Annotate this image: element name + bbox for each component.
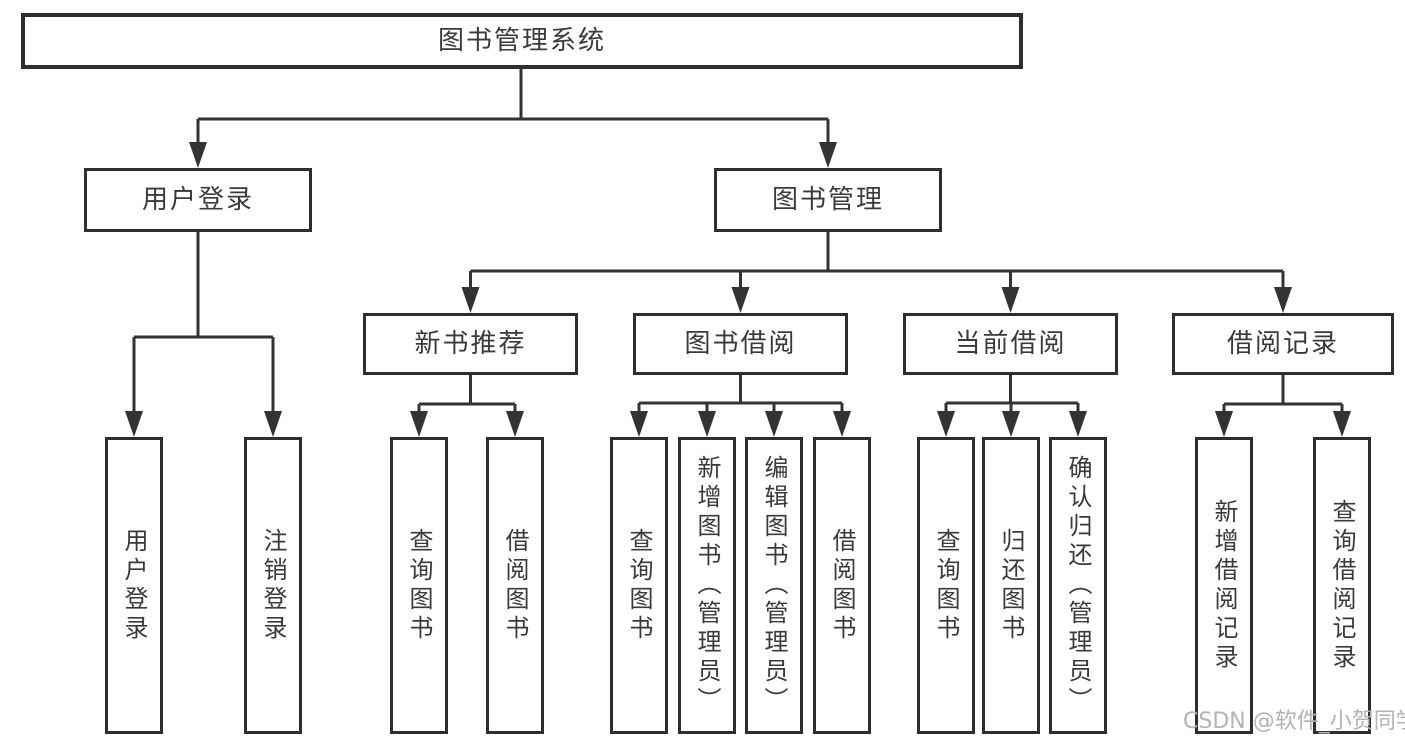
leaf-confirm-return-admin: 确认归还（管理员） bbox=[1049, 437, 1107, 734]
leaf-label: 归还图书 bbox=[997, 527, 1025, 644]
node-borrow-records: 借阅记录 bbox=[1172, 313, 1394, 375]
leaf-logout: 注销登录 bbox=[244, 437, 302, 734]
node-user-login: 用户登录 bbox=[84, 168, 312, 232]
leaf-add-book-admin: 新增图书（管理员） bbox=[678, 437, 736, 734]
node-current-borrow: 当前借阅 bbox=[903, 313, 1118, 375]
csdn-watermark: CSDN @软件_小贺同学 bbox=[1183, 709, 1405, 734]
leaf-label: 确认归还（管理员） bbox=[1064, 455, 1092, 716]
leaf-edit-book-admin: 编辑图书（管理员） bbox=[745, 437, 803, 734]
node-label: 当前借阅 bbox=[954, 329, 1067, 359]
leaf-label: 编辑图书（管理员） bbox=[760, 455, 788, 716]
leaf-label: 查询借阅记录 bbox=[1328, 498, 1356, 673]
leaf-query-books-recommend: 查询图书 bbox=[390, 437, 448, 734]
node-label: 图书管理 bbox=[771, 185, 884, 215]
leaf-label: 新增借阅记录 bbox=[1210, 498, 1238, 673]
leaf-label: 查询图书 bbox=[932, 527, 960, 644]
leaf-return-book: 归还图书 bbox=[982, 437, 1040, 734]
leaf-label: 用户登录 bbox=[120, 527, 148, 644]
leaf-label: 查询图书 bbox=[405, 527, 433, 644]
node-library-management-system: 图书管理系统 bbox=[21, 13, 1023, 69]
leaf-borrow-books-recommend: 借阅图书 bbox=[486, 437, 544, 734]
leaf-add-borrow-record: 新增借阅记录 bbox=[1195, 437, 1253, 734]
leaf-label: 新增图书（管理员） bbox=[693, 455, 721, 716]
leaf-query-borrow-record: 查询借阅记录 bbox=[1313, 437, 1371, 734]
node-label: 借阅记录 bbox=[1226, 329, 1339, 359]
node-book-management: 图书管理 bbox=[714, 168, 942, 232]
node-label: 新书推荐 bbox=[414, 329, 527, 359]
arrowhead-icons bbox=[125, 142, 1351, 437]
leaf-label: 借阅图书 bbox=[828, 527, 856, 644]
node-label: 图书借阅 bbox=[684, 329, 797, 359]
node-book-borrow: 图书借阅 bbox=[633, 313, 848, 375]
leaf-label: 查询图书 bbox=[625, 527, 653, 644]
leaf-query-books-borrow: 查询图书 bbox=[610, 437, 668, 734]
leaf-label: 借阅图书 bbox=[501, 527, 529, 644]
leaf-user-login: 用户登录 bbox=[105, 437, 163, 734]
node-label: 图书管理系统 bbox=[437, 26, 606, 56]
node-label: 用户登录 bbox=[141, 185, 254, 215]
node-new-book-recommend: 新书推荐 bbox=[363, 313, 578, 375]
leaf-label: 注销登录 bbox=[259, 527, 287, 644]
leaf-query-books-current: 查询图书 bbox=[917, 437, 975, 734]
leaf-borrow-books: 借阅图书 bbox=[813, 437, 871, 734]
